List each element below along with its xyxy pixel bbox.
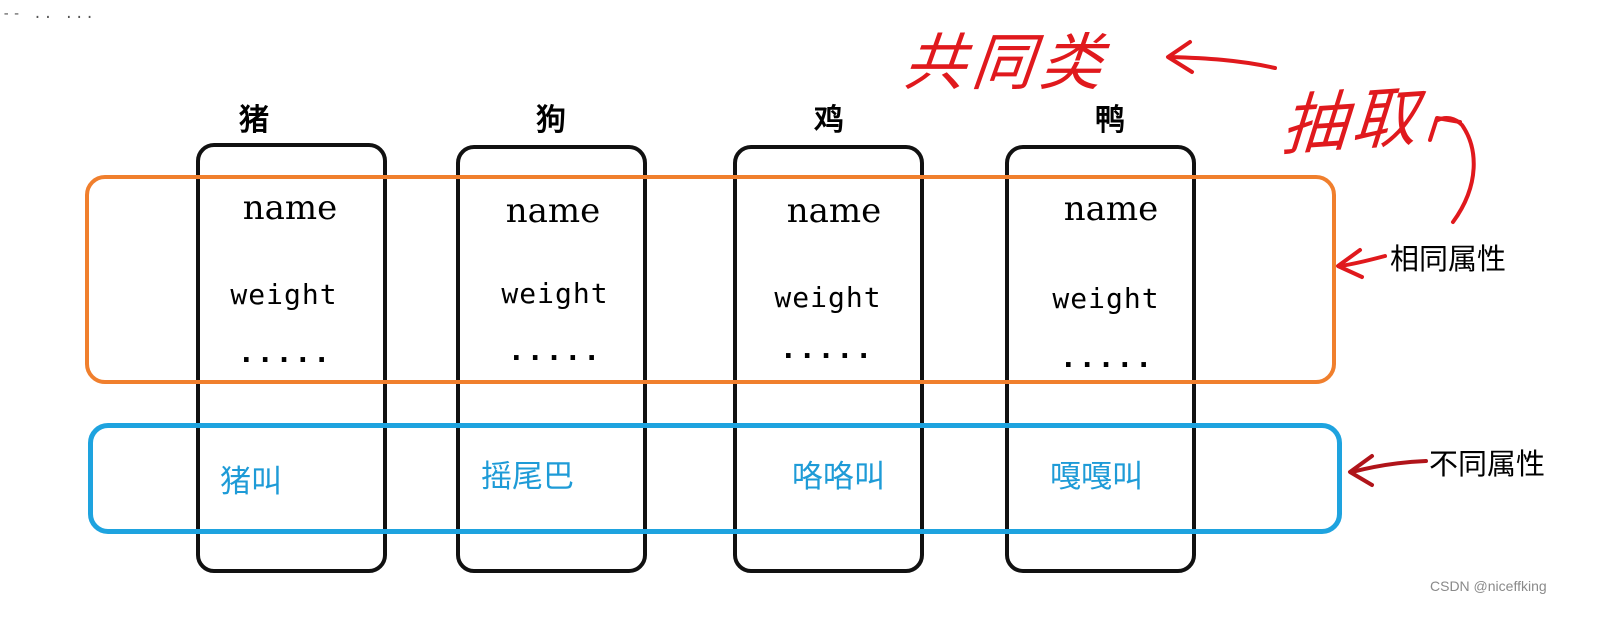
common-to-abstract-arrow (1428, 115, 1476, 224)
pig-field-name: name (242, 188, 338, 228)
dog-behavior: 摇尾巴 (481, 459, 574, 495)
chicken-field-name: name (786, 191, 882, 231)
column-duck (1005, 145, 1196, 573)
dog-field-more: ..... (507, 334, 603, 367)
watermark: CSDN @niceffking (1430, 578, 1547, 594)
chicken-behavior: 咯咯叫 (792, 459, 885, 495)
dog-field-weight: weight (501, 277, 609, 310)
dog-field-name: name (505, 191, 601, 231)
corner-dots: -- .. ... (2, 6, 96, 22)
diff-label-arrow (1348, 454, 1428, 487)
duck-behavior: 嘎嘎叫 (1050, 459, 1143, 495)
pig-behavior: 猪叫 (220, 464, 282, 500)
pig-field-weight: weight (230, 278, 338, 311)
duck-field-more: ..... (1059, 341, 1155, 374)
pig-field-more: ..... (237, 336, 333, 369)
common-attributes-box (85, 175, 1336, 384)
common-label-arrow (1336, 248, 1387, 279)
column-pig (196, 143, 387, 573)
animal-title-duck: 鸭 (1095, 103, 1125, 138)
animal-title-chicken: 鸡 (814, 103, 844, 138)
chicken-field-weight: weight (774, 281, 882, 314)
column-dog (456, 145, 647, 573)
column-chicken (733, 145, 924, 573)
chicken-field-more: ..... (779, 332, 875, 365)
different-attributes-label: 不同属性 (1429, 447, 1546, 481)
abstract-to-class-arrow (1166, 40, 1277, 74)
duck-field-name: name (1063, 189, 1159, 229)
animal-title-dog: 狗 (536, 103, 566, 138)
duck-field-weight: weight (1052, 282, 1160, 315)
animal-title-pig: 猪 (239, 103, 269, 138)
common-attributes-label: 相同属性 (1390, 242, 1507, 276)
different-attributes-box (88, 423, 1342, 534)
